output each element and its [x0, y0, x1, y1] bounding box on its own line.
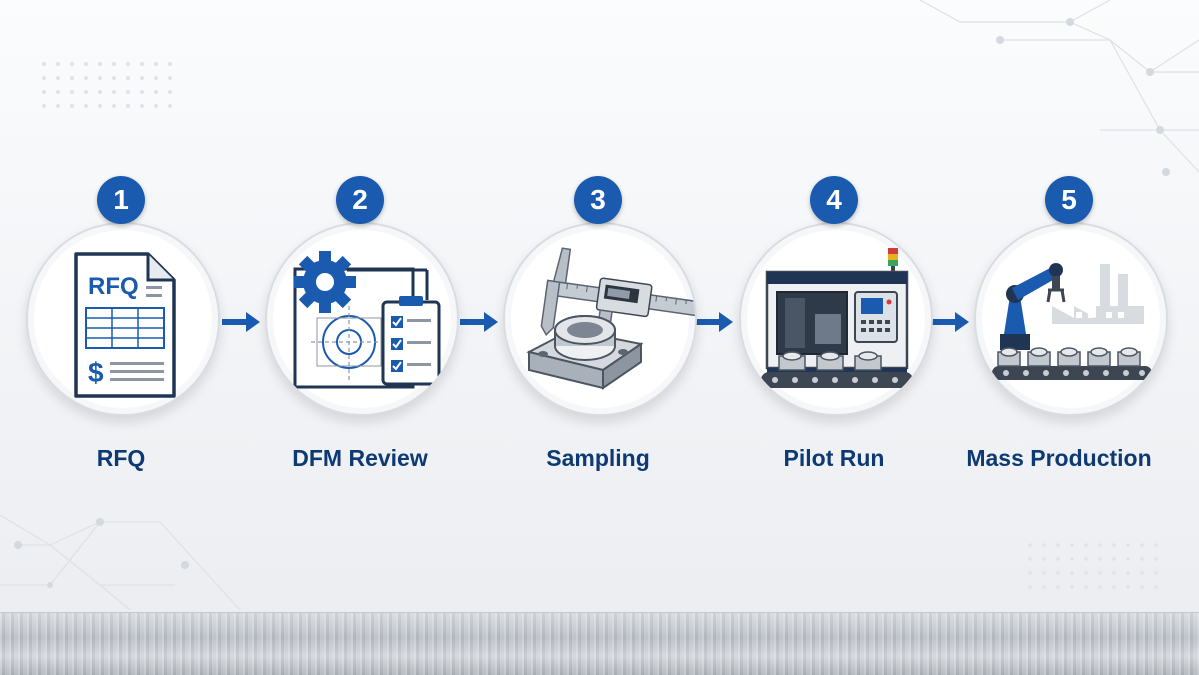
- step-label: RFQ: [96, 445, 146, 471]
- step-label: Pilot Run: [783, 445, 885, 471]
- dfm-review-icon: [265, 222, 459, 416]
- caliper-measurement-icon: [503, 222, 697, 416]
- step-mass-production: 5: [949, 0, 1189, 675]
- step-number-badge: 1: [97, 176, 145, 224]
- step-label: DFM Review: [292, 445, 428, 471]
- step-dfm-review: 2: [240, 0, 480, 675]
- floor-strip: [0, 612, 1199, 675]
- step-number-badge: 4: [810, 176, 858, 224]
- robot-factory-icon: [974, 222, 1168, 416]
- arrow-right-icon: [695, 312, 733, 332]
- svg-text:$: $: [88, 357, 104, 388]
- rfq-document-icon: RFQ $: [26, 222, 220, 416]
- step-pilot-run: 4: [714, 0, 954, 675]
- step-label: Sampling: [546, 445, 650, 471]
- arrow-right-icon: [460, 312, 498, 332]
- step-label: Mass Production: [966, 445, 1152, 471]
- step-sampling: 3: [478, 0, 718, 675]
- step-number-badge: 3: [574, 176, 622, 224]
- svg-text:RFQ: RFQ: [88, 273, 139, 300]
- step-number-badge: 2: [336, 176, 384, 224]
- arrow-right-icon: [222, 312, 260, 332]
- arrow-right-icon: [931, 312, 969, 332]
- step-rfq: 1 RFQ $ RFQ: [1, 0, 241, 675]
- cnc-machine-icon: [739, 222, 933, 416]
- step-number-badge: 5: [1045, 176, 1093, 224]
